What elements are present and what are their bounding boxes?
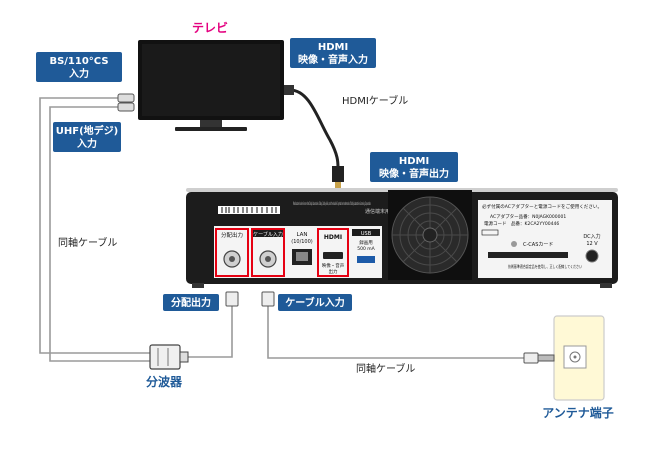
coax-plugs (225, 291, 275, 307)
hdmi-cable (289, 88, 340, 169)
svg-text:入力: 入力 (69, 67, 89, 80)
antenna-terminal (523, 315, 605, 401)
label-uhf-input: UHF(地デジ) 入力 (53, 122, 121, 152)
svg-text:ケーブル入力: ケーブル入力 (253, 231, 283, 238)
port-usb: USB 録画用 500 mA (352, 229, 380, 263)
svg-text:入力: 入力 (77, 137, 97, 150)
caption-coax-bottom: 同軸ケーブル (356, 362, 415, 375)
svg-text:HDMI: HDMI (318, 42, 348, 53)
dc-jack (585, 249, 599, 263)
tv-antenna-plugs (117, 93, 135, 112)
svg-text:BS/110°CS: BS/110°CS (49, 56, 108, 67)
svg-text:UHF(地デジ): UHF(地デジ) (56, 124, 118, 137)
caption-antenna-terminal: アンテナ端子 (542, 405, 614, 420)
label-distribution-output: 分配出力 (163, 294, 219, 311)
dolby-notice: Manufactured under license from Dolby La… (293, 201, 371, 206)
uhf-cable (49, 106, 150, 362)
svg-text:USB: USB (361, 231, 372, 237)
svg-text:映像・音声: 映像・音声 (322, 262, 345, 269)
barcode (218, 206, 280, 214)
hdmi-plug-tv (284, 85, 294, 95)
caption-coax-left: 同軸ケーブル (58, 236, 117, 249)
svg-text:LAN: LAN (296, 232, 307, 238)
caption-splitter: 分波器 (146, 374, 183, 389)
svg-text:映像・音声出力: 映像・音声出力 (379, 167, 449, 180)
info-panel (478, 200, 612, 278)
cables (39, 88, 525, 362)
port-distribution-out: 分配出力 (215, 228, 249, 277)
splitter (149, 344, 189, 370)
label-hdmi-output: HDMI 映像・音声出力 (370, 152, 458, 182)
service-label: 通信端末用 (365, 208, 390, 215)
cable-input-to-antenna (267, 303, 525, 359)
dc-input-label: DC入力 (583, 233, 600, 240)
port-lan: LAN (10/100) (291, 232, 313, 265)
svg-text:ケーブル入力: ケーブル入力 (285, 296, 344, 309)
svg-text:出力: 出力 (329, 268, 338, 275)
svg-text:映像・音声入力: 映像・音声入力 (298, 53, 368, 66)
splitter-to-device-cable (180, 303, 233, 358)
label-cable-input: ケーブル入力 (278, 294, 352, 311)
dc-voltage-label: 12 V (586, 241, 598, 247)
caption-hdmi-cable: HDMIケーブル (342, 94, 408, 107)
port-cable-in: ケーブル入力 (251, 228, 285, 277)
label-bs-input: BS/110°CS 入力 (36, 52, 122, 82)
cas-label: C-CASカード (523, 242, 553, 248)
cas-slot (488, 252, 568, 258)
svg-text:分配出力: 分配出力 (221, 231, 243, 239)
hdmi-plug-device (332, 166, 344, 182)
cord-part: 電源コード 品番：K2CA2YY00446 (484, 220, 559, 227)
wiring-note: 技術基準適合認定品を使用し、正しく配線してください (508, 263, 582, 269)
cooling-fan (388, 190, 472, 280)
bs-cable (39, 97, 150, 354)
tv-title: テレビ (192, 20, 228, 35)
port-hdmi-out: HDMI 映像・音声 出力 (317, 228, 349, 277)
svg-text:500 mA: 500 mA (357, 246, 375, 252)
svg-text:録画用: 録画用 (359, 239, 373, 246)
svg-text:分配出力: 分配出力 (171, 296, 211, 309)
adapter-part: ACアダプター品番：N0JAGK000001 (490, 213, 566, 220)
svg-text:HDMI: HDMI (399, 156, 429, 167)
power-warning: 必ず付属のACアダプターと電源コードをご使用ください。 (482, 203, 602, 210)
svg-text:(10/100): (10/100) (291, 239, 313, 245)
recorder-back-panel: Manufactured under license from Dolby La… (186, 188, 618, 288)
svg-text:HDMI: HDMI (324, 234, 342, 241)
tv (138, 40, 284, 131)
label-hdmi-tv-input: HDMI 映像・音声入力 (290, 38, 376, 68)
tv-screen (142, 44, 280, 116)
